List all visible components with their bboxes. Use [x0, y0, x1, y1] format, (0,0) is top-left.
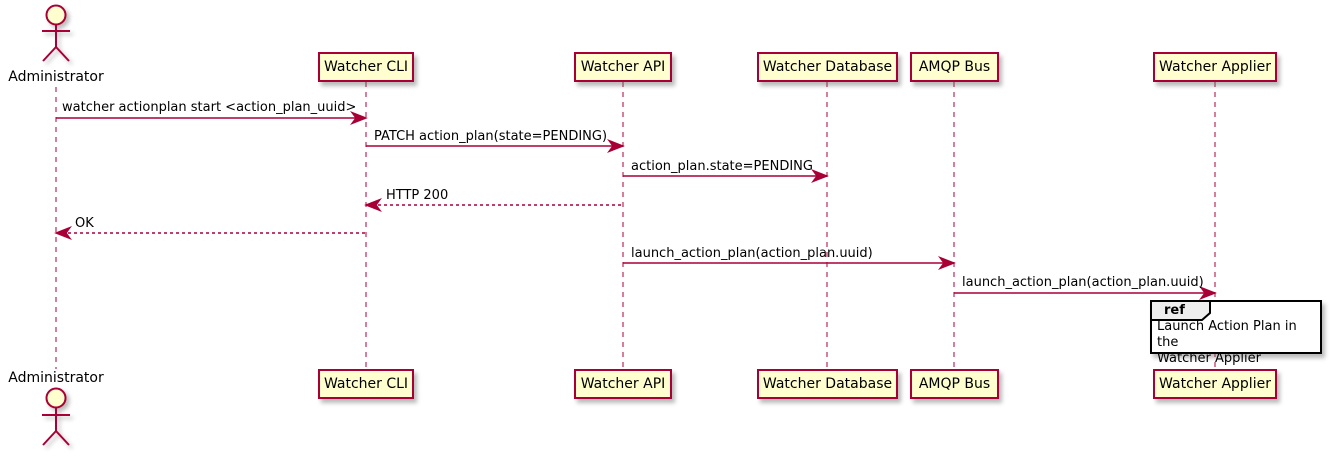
participant-watcher-cli-bottom: Watcher CLI	[318, 369, 414, 399]
message-label-5: OK	[75, 216, 94, 231]
participant-watcher-applier-top: Watcher Applier	[1153, 52, 1277, 82]
arrowhead-msg-5	[54, 225, 72, 241]
arrowhead-msg-1	[350, 110, 368, 126]
arrowhead-msg-7	[1199, 285, 1217, 301]
actor-label-top: Administrator	[8, 69, 104, 85]
arrowhead-msg-6	[938, 255, 956, 271]
actor-label-bottom: Administrator	[8, 370, 104, 386]
participant-watcher-api-bottom: Watcher API	[574, 369, 672, 399]
actor-head	[45, 387, 67, 409]
actor-head	[45, 4, 67, 26]
actor-figure-bottom	[42, 387, 70, 446]
participant-watcher-database-bottom: Watcher Database	[757, 369, 898, 399]
ref-body-text: Launch Action Plan in the Watcher Applie…	[1157, 319, 1297, 366]
ref-tag-label: ref	[1164, 303, 1185, 318]
participant-watcher-api-top: Watcher API	[574, 52, 672, 82]
participant-amqp-bus-bottom: AMQP Bus	[910, 369, 999, 399]
arrowhead-msg-4	[364, 197, 382, 213]
message-label-3: action_plan.state=PENDING	[631, 159, 813, 174]
ref-fragment: ref Launch Action Plan in the Watcher Ap…	[1150, 300, 1322, 366]
lifelines	[55, 82, 1216, 369]
actor-body	[42, 24, 70, 62]
participant-watcher-database-top: Watcher Database	[757, 52, 898, 82]
participant-watcher-cli-top: Watcher CLI	[318, 52, 414, 82]
arrowhead-msg-2	[607, 138, 625, 154]
message-label-6: launch_action_plan(action_plan.uuid)	[631, 246, 873, 261]
actor-body	[42, 407, 70, 446]
message-arrows	[54, 110, 1217, 301]
participant-watcher-applier-bottom: Watcher Applier	[1153, 369, 1277, 399]
message-label-4: HTTP 200	[386, 188, 449, 203]
message-label-2: PATCH action_plan(state=PENDING)	[374, 129, 608, 144]
ref-tag-pentagon	[1150, 300, 1211, 321]
actor-figure-top	[42, 4, 70, 62]
message-label-7: launch_action_plan(action_plan.uuid)	[962, 275, 1204, 290]
message-label-1: watcher actionplan start <action_plan_uu…	[62, 100, 357, 115]
participant-amqp-bus-top: AMQP Bus	[910, 52, 999, 82]
arrowhead-msg-3	[811, 168, 829, 184]
